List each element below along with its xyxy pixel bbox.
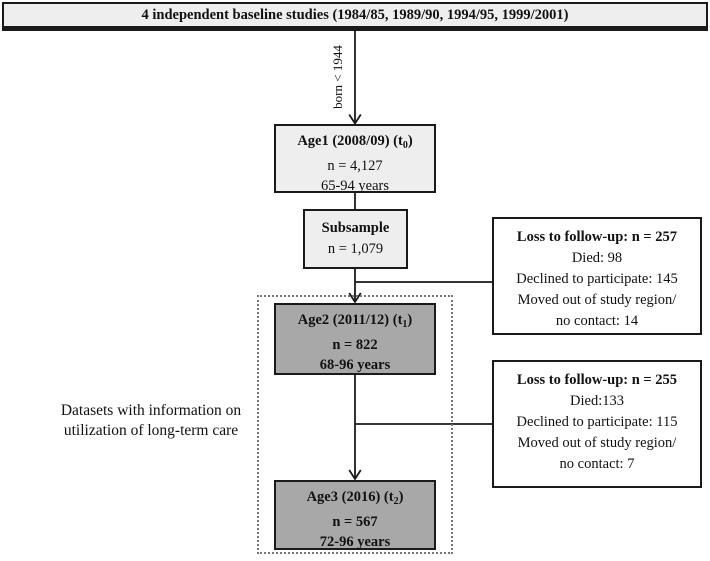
age3-time-subscript: 2 xyxy=(393,496,399,507)
age2-title: Age2 (2011/12) (t1) xyxy=(276,310,434,335)
age1-title: Age1 (2008/09) (t0) xyxy=(276,131,434,156)
age1-n: n = 4,127 xyxy=(327,158,383,174)
side-note-line1: Datasets with information on xyxy=(60,402,242,419)
arrowhead-age3 xyxy=(348,469,362,481)
loss2-died: Died:133 xyxy=(570,393,624,409)
baseline-studies-banner: 4 independent baseline studies (1984/85,… xyxy=(2,2,708,31)
loss2-moved: Moved out of study region/ xyxy=(517,435,677,451)
loss2-declined: Declined to participate: 115 xyxy=(516,414,678,430)
age3-age-range: 72-96 years xyxy=(319,534,391,550)
loss1-moved: Moved out of study region/ xyxy=(517,292,677,308)
age2-title-prefix: Age2 (2011/12) (t xyxy=(297,312,403,328)
age1-title-prefix: Age1 (2008/09) (t xyxy=(297,133,403,149)
age3-title-suffix: ) xyxy=(398,489,404,505)
loss1-died: Died: 98 xyxy=(571,250,623,266)
age2-box: Age2 (2011/12) (t1) n = 822 68-96 years xyxy=(274,303,436,375)
age2-n: n = 822 xyxy=(332,337,378,353)
loss1-no-contact: no contact: 14 xyxy=(555,313,639,329)
arrowhead-age1 xyxy=(348,114,362,126)
baseline-studies-label: 4 independent baseline studies (1984/85,… xyxy=(141,6,569,23)
side-note: Datasets with information on utilization… xyxy=(36,401,266,441)
longterm-care-datasets-frame xyxy=(257,295,453,554)
loss1-title: Loss to follow-up: n = 257 xyxy=(516,229,678,245)
age2-age-range: 68-96 years xyxy=(319,357,391,373)
loss-to-followup-2-box: Loss to follow-up: n = 255 Died:133 Decl… xyxy=(492,360,702,488)
age1-time-subscript: 0 xyxy=(402,140,408,151)
loss-to-followup-1-box: Loss to follow-up: n = 257 Died: 98 Decl… xyxy=(492,217,702,335)
loss1-declined: Declined to participate: 145 xyxy=(516,271,678,287)
loss2-title: Loss to follow-up: n = 255 xyxy=(516,372,678,388)
subsample-box: Subsample n = 1,079 xyxy=(303,209,408,269)
age1-box: Age1 (2008/09) (t0) n = 4,127 65-94 year… xyxy=(274,124,436,194)
born-filter-label: born < 1944 xyxy=(330,45,345,109)
age3-title-prefix: Age3 (2016) (t xyxy=(306,489,394,505)
age1-title-suffix: ) xyxy=(407,133,413,149)
age3-n: n = 567 xyxy=(332,514,378,530)
age3-title: Age3 (2016) (t2) xyxy=(276,487,434,512)
age3-box: Age3 (2016) (t2) n = 567 72-96 years xyxy=(274,480,436,550)
age1-age-range: 65-94 years xyxy=(320,178,390,194)
subsample-n: n = 1,079 xyxy=(327,241,384,257)
age2-title-suffix: ) xyxy=(407,312,413,328)
age2-time-subscript: 1 xyxy=(402,319,408,330)
side-note-line2: utilization of long-term care xyxy=(63,422,239,439)
loss2-no-contact: no contact: 7 xyxy=(559,456,635,472)
subsample-title: Subsample xyxy=(321,220,390,236)
